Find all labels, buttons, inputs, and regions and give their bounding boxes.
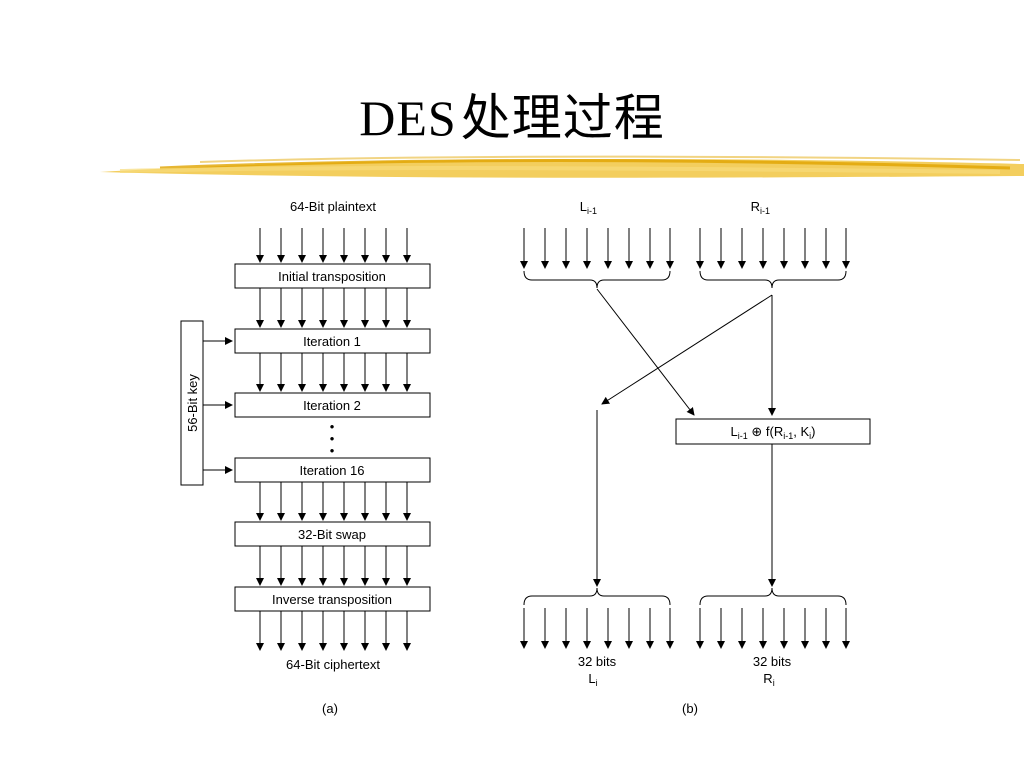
part-b: Li-1 Ri-1 Li-1 ⊕ f(Ri-1, Ki) 32 bits Li … [520,199,871,716]
left-output-label: Li [588,671,597,688]
right-output-bits-label: 32 bits [753,654,792,669]
part-a: 64-Bit plaintext 56-Bit key Initial tran… [180,199,431,716]
iteration-2-label: Iteration 2 [303,398,361,413]
iteration-16-box [234,457,431,483]
initial-transposition-box [234,263,431,289]
title-cjk: 处理过程 [460,90,665,146]
iteration-16-label: Iteration 16 [299,463,364,478]
swap-box [234,521,431,547]
inverse-transposition-label: Inverse transposition [272,592,392,607]
caption-b: (b) [682,701,698,716]
function-box [675,418,871,445]
inverse-transposition-box [234,586,431,612]
part-b-arrows [520,228,850,649]
swap-label: 32-Bit swap [298,527,366,542]
key-bar [180,320,204,486]
right-output-brace [699,587,847,606]
ellipsis-dot-3: • [330,443,335,458]
stage-boxes: Initial transposition Iteration 1 Iterat… [234,263,431,612]
right-input-label: Ri-1 [751,199,770,216]
caption-a: (a) [322,701,338,716]
iteration-2-box [234,392,431,418]
right-to-left-arrow [601,294,773,405]
part-a-arrows [256,228,411,651]
title-underline-stroke [100,155,1024,178]
ellipsis-dot-1: • [330,419,335,434]
plaintext-label: 64-Bit plaintext [290,199,376,214]
left-input-label: Li-1 [580,199,597,216]
left-output-bits-label: 32 bits [578,654,617,669]
left-to-function-arrow [596,288,695,416]
ellipsis-dot-2: • [330,431,335,446]
slide-title: DES处理过程 [0,78,1024,150]
key-label: 56-Bit key [185,374,200,432]
initial-transposition-label: Initial transposition [278,269,386,284]
function-label: Li-1 ⊕ f(Ri-1, Ki) [731,424,816,441]
right-output-label: Ri [763,671,774,688]
left-input-brace [523,270,671,289]
left-output-brace [523,587,671,606]
right-input-brace [699,270,847,289]
iteration-1-label: Iteration 1 [303,334,361,349]
title-latin: DES [359,90,457,146]
ciphertext-label: 64-Bit ciphertext [286,657,380,672]
iteration-1-box [234,328,431,354]
